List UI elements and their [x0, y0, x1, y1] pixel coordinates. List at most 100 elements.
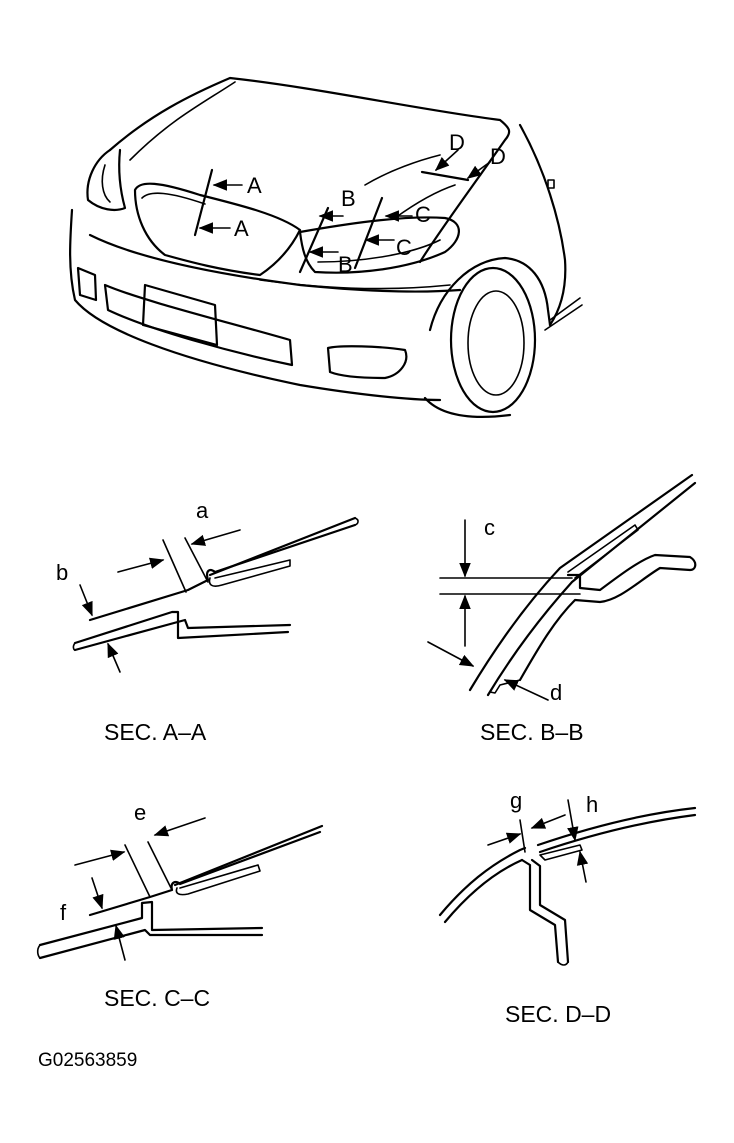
- side-marker: [547, 179, 555, 189]
- headlamp-left-inner: [101, 164, 111, 203]
- gap-line-a2: [184, 537, 209, 583]
- hood-hem-d: [539, 844, 583, 861]
- arrow-d-left: [427, 641, 475, 667]
- fender-end-a: [72, 642, 76, 651]
- label-d1: D: [449, 130, 465, 155]
- hood-panel-d: [438, 846, 527, 917]
- wheel-arch: [428, 256, 552, 332]
- label-a-gap: a: [196, 498, 209, 523]
- headlamp-right: [298, 216, 460, 274]
- arrow-flush-f2: [113, 924, 126, 961]
- hood-hem-b: [567, 524, 639, 579]
- fender-panel-a-lower: [73, 618, 292, 652]
- label-c1: C: [415, 202, 431, 227]
- bumper-crease: [259, 279, 451, 290]
- car-front-view: A A B B C C D D: [69, 76, 583, 418]
- arrow-gap-e1: [74, 849, 126, 866]
- label-a2: A: [234, 216, 249, 241]
- gap-line-a1: [162, 539, 187, 593]
- figure-code: G02563859: [38, 1050, 137, 1071]
- grille-inner: [141, 192, 206, 205]
- arrow-flush-f1: [91, 877, 104, 910]
- grille: [133, 182, 302, 277]
- cut-line-a: [193, 168, 214, 237]
- license-plate: [141, 283, 219, 347]
- label-c2: C: [396, 235, 412, 260]
- front-wheel: [449, 266, 537, 414]
- fender-panel-c-lower: [38, 928, 264, 960]
- hood-hem-a: [208, 559, 291, 587]
- caption-sec-a-a: SEC. A–A: [104, 719, 207, 745]
- hood-panel-a: [88, 523, 357, 622]
- label-d-gap: d: [550, 680, 562, 705]
- fender-flange-d: [520, 858, 560, 964]
- hood-contour: [364, 154, 441, 186]
- hood-panel-d-lower: [443, 858, 524, 924]
- tire-base: [423, 396, 512, 418]
- arrow-h-bottom: [576, 850, 589, 883]
- label-c-gap: c: [484, 515, 495, 540]
- arrow-gap-g1: [487, 832, 522, 846]
- hood-panel-d-right: [538, 813, 697, 854]
- wheel-rim: [467, 290, 525, 396]
- label-b1: B: [341, 186, 356, 211]
- arrow-gap-e2: [153, 817, 206, 837]
- arrow-h-top: [567, 799, 579, 842]
- label-b2: B: [338, 252, 353, 277]
- cut-line-d: [420, 170, 470, 182]
- gap-line-c2: [147, 841, 173, 891]
- label-g-gap: g: [510, 788, 522, 813]
- hood-contour-2: [394, 184, 456, 219]
- hood-panel-d-right-upper: [536, 806, 697, 847]
- arrow-gap-g2: [530, 814, 566, 829]
- arrow-gap-a: [117, 557, 165, 573]
- headlamp-right-inner: [317, 239, 441, 263]
- label-d2: D: [490, 144, 506, 169]
- fender-flange-d-inner: [530, 858, 570, 964]
- hood-front-edge: [129, 81, 236, 161]
- section-c-c: e f SEC. C–C: [36, 800, 324, 1011]
- lamp-bottom-b: [489, 679, 521, 694]
- hood-panel-b-upper: [486, 481, 697, 697]
- headlamp-left: [86, 148, 127, 211]
- fender-end-d: [557, 961, 569, 966]
- hood-panel-b: [468, 473, 694, 692]
- arrow-d1: [434, 149, 459, 171]
- arrow-d-right: [503, 679, 549, 701]
- label-e-gap: e: [134, 800, 146, 825]
- bumper-top: [69, 208, 442, 402]
- label-a1: A: [247, 173, 262, 198]
- fender-panel-c: [38, 900, 264, 947]
- lamp-housing-b: [518, 553, 697, 682]
- arrow-d2: [466, 161, 491, 179]
- caption-sec-b-b: SEC. B–B: [480, 719, 584, 745]
- arrow-flush-b2: [107, 642, 121, 673]
- section-d-d: g h SEC. D–D: [438, 788, 697, 1027]
- arrow-gap-a2: [190, 529, 241, 546]
- lower-intake: [103, 283, 294, 367]
- door-line: [549, 297, 581, 321]
- fender-right: [518, 123, 567, 327]
- fender-end-c: [36, 944, 41, 959]
- cut-line-c: [353, 196, 384, 270]
- hood-panel-c-upper: [173, 824, 324, 887]
- label-h-gap: h: [586, 792, 598, 817]
- label-f-flush: f: [60, 900, 67, 925]
- gap-line-d1: [519, 819, 526, 853]
- fender-panel-a: [73, 610, 290, 645]
- fog-lamp-left: [76, 266, 98, 302]
- label-b-flush: b: [56, 560, 68, 585]
- hood-hem-c: [175, 864, 261, 896]
- hood-outline: [108, 76, 511, 264]
- hood-panel-a-upper: [208, 516, 357, 577]
- section-b-b: c d SEC. B–B: [427, 473, 697, 745]
- fog-lamp-right: [326, 345, 408, 380]
- gap-line-c1: [124, 844, 151, 898]
- arrow-flush-b1: [79, 584, 93, 617]
- caption-sec-d-d: SEC. D–D: [505, 1001, 611, 1027]
- caption-sec-c-c: SEC. C–C: [104, 985, 210, 1011]
- section-a-a: a b SEC. A–A: [56, 498, 359, 745]
- door-sill: [544, 304, 583, 331]
- hood-panel-a-end: [354, 517, 359, 526]
